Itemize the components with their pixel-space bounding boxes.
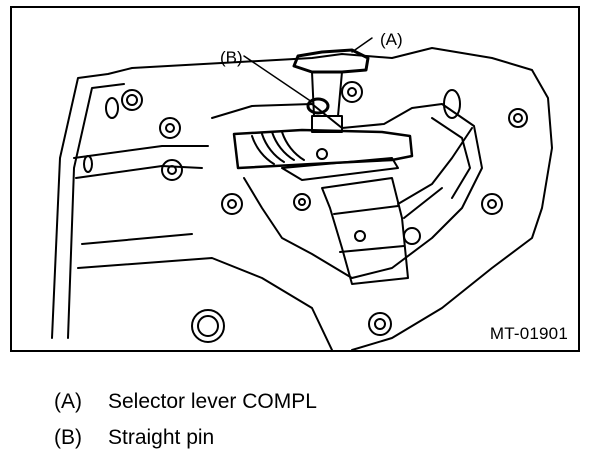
- legend-text-a: Selector lever COMPL: [108, 390, 317, 413]
- callout-a-label: (A): [380, 30, 403, 49]
- legend-item-a: (A) Selector lever COMPL: [54, 384, 317, 420]
- legend-key-b: (B): [54, 426, 82, 449]
- callout-b-label: (B): [220, 48, 243, 67]
- legend: (A) Selector lever COMPL (B) Straight pi…: [54, 384, 317, 456]
- figure-frame: (A) (B) MT-01901: [10, 6, 580, 352]
- legend-item-b: (B) Straight pin: [54, 420, 317, 456]
- legend-key-a: (A): [54, 390, 82, 413]
- legend-text-b: Straight pin: [108, 426, 215, 449]
- transmission-case-illustration: [51, 37, 553, 350]
- figure-id: MT-01901: [489, 324, 568, 343]
